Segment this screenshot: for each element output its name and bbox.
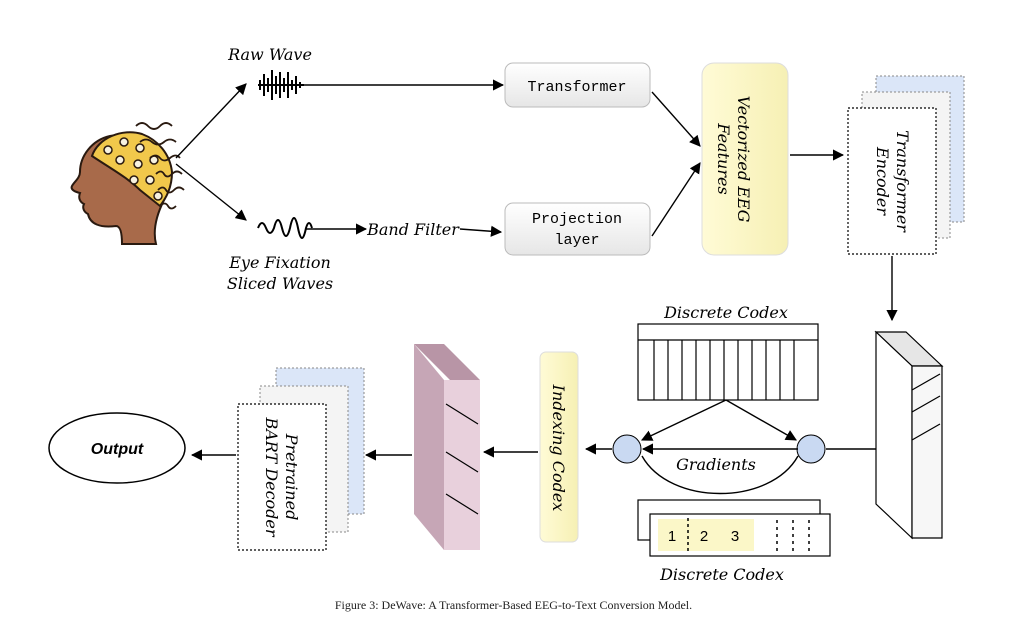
gradients-label: Gradients [676,455,756,474]
transformer-label: Transformer [527,79,626,96]
eye-fixation-label-line1: Eye Fixation [228,253,331,272]
raw-wave-icon [258,70,304,100]
decoder-label-line2: BART Decoder [262,416,281,537]
projection-label-line1: Projection [532,211,622,228]
codex-index-1: 1 [668,528,676,545]
discrete-codex-bottom [637,499,831,557]
arrow-bandfilter-to-projection [459,225,503,237]
arrow-projection-to-features [651,162,701,237]
codex-index-2: 2 [700,528,708,545]
transformer-encoder-stack [847,75,965,255]
arrow-head-to-raw [175,83,247,159]
indexing-codex-label: Indexing Codex [549,384,568,512]
raw-wave-label: Raw Wave [227,45,312,64]
arrow-transformer-to-features [651,91,701,147]
quantizer-node-left [612,434,642,464]
band-filter-label: Band Filter [366,220,460,239]
encoder-output-block [874,330,944,540]
output-node [48,412,186,484]
codex-index-3: 3 [731,528,739,545]
arrow-head-to-sliced [175,163,247,221]
discrete-codex-top [637,323,819,401]
arrow-codex-to-right-node [725,399,797,441]
projection-label-line2: layer [554,232,599,249]
encoder-label-line2: Encoder [873,146,892,216]
eye-fixation-label-line2: Sliced Waves [227,274,333,293]
vectorized-label-line1: Vectorized EEG [734,96,753,223]
indexing-codex-box [539,351,579,543]
transformer-box [504,62,651,108]
sliced-wave-icon [257,217,313,239]
bart-decoder-stack [237,367,365,551]
vectorized-eeg-features-box [701,62,789,256]
vectorized-label-line2: Features [714,122,733,194]
curve-left-to-right-node [641,455,799,495]
decoder-input-block [414,344,480,550]
quantizer-node-right [796,434,826,464]
eeg-head-icon [70,122,185,245]
discrete-codex-top-label: Discrete Codex [663,303,788,322]
arrow-codex-to-left-node [640,399,727,441]
decoder-label-line1: Pretrained [282,433,301,521]
connectors [175,79,898,495]
projection-layer-box [504,202,651,256]
figure-caption: Figure 3: DeWave: A Transformer-Based EE… [334,598,693,612]
discrete-codex-bottom-label: Discrete Codex [659,565,784,584]
encoder-label-line1: Transformer [893,130,912,233]
output-label: Output [91,441,144,458]
